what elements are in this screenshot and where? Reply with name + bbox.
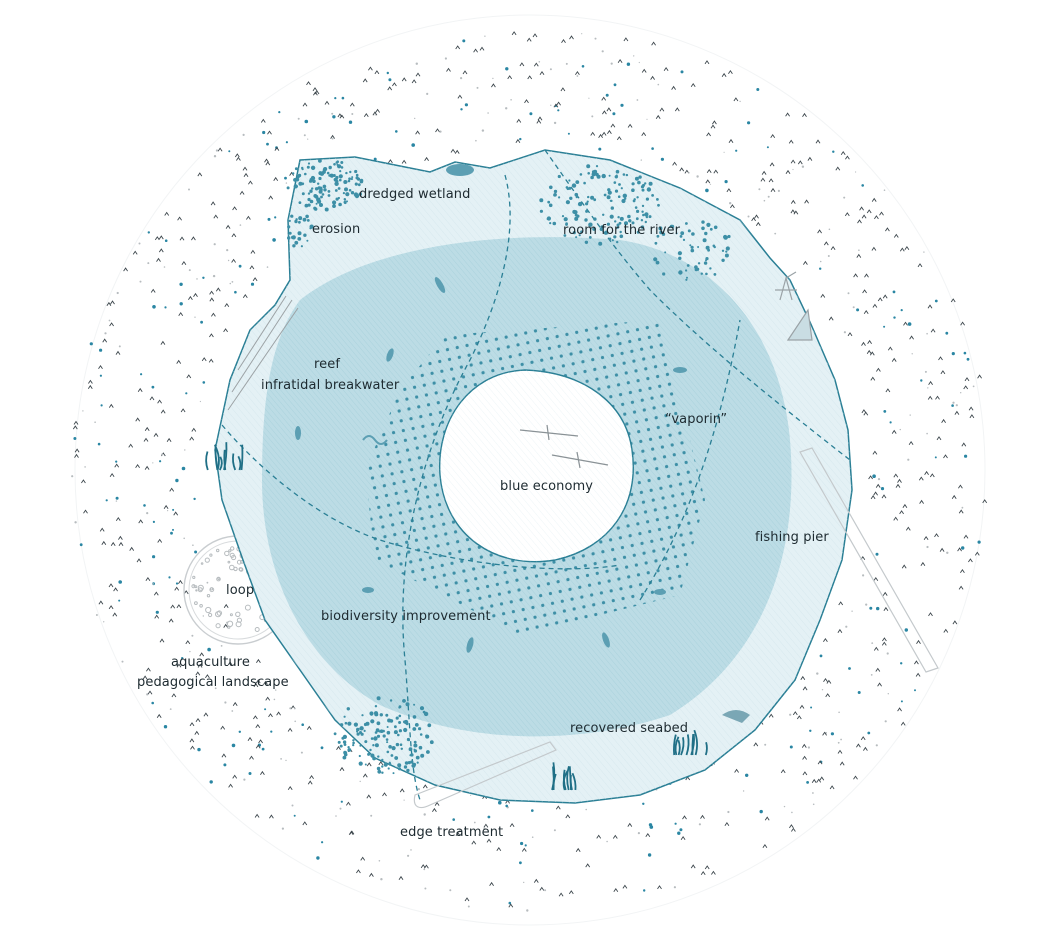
eel-icon — [362, 435, 388, 445]
heron-icon — [775, 271, 813, 341]
dashed-routes — [221, 149, 851, 801]
label-edge-treatment: edge treatment — [400, 825, 504, 840]
label-room-for-the-river: room for the river — [563, 223, 681, 238]
seaweed-icon — [205, 442, 708, 791]
label-blue-economy: blue economy — [500, 479, 594, 494]
label-infratidal-breakwater: infratidal breakwater — [261, 378, 400, 393]
bird-icon — [722, 710, 750, 723]
fishing-pier — [799, 447, 939, 673]
label-fishing-pier: fishing pier — [755, 530, 829, 545]
label-biodiversity-improvement: biodiversity improvement — [321, 609, 491, 624]
label-recovered-seabed: recovered seabed — [570, 721, 689, 736]
label-dredged-wetland: dredged wetland — [359, 187, 471, 202]
wetland-dots — [286, 159, 731, 775]
label-loop: loop — [226, 583, 255, 598]
label-erosion: erosion — [312, 222, 361, 237]
label-pedagogical-landscape: pedagogical landscape — [137, 675, 289, 690]
erosion-edge — [227, 295, 299, 411]
kayak-icon — [519, 424, 609, 469]
outer-halo — [74, 14, 986, 926]
crab-icon — [446, 164, 474, 176]
label-aquaculture: aquaculture — [171, 655, 250, 670]
label-reef: reef — [314, 357, 341, 372]
fish-icon — [295, 277, 687, 653]
label-vaporin: “vaporin” — [665, 412, 728, 427]
scatter-marks — [71, 31, 988, 912]
edge-treatment-path — [413, 741, 557, 809]
